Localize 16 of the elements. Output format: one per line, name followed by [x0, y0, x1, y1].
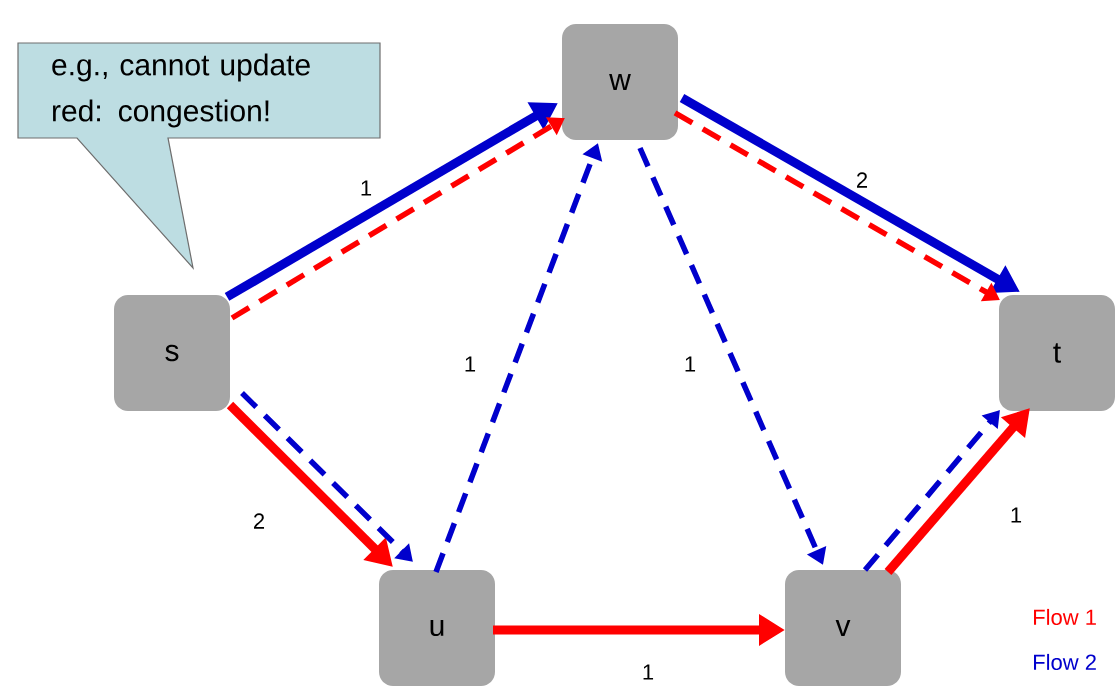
edge-label: 1 — [465, 356, 476, 372]
node-box: v — [785, 570, 901, 686]
edge-label: 2 — [857, 172, 867, 188]
node-box: w — [562, 24, 678, 140]
node-box: t — [999, 295, 1115, 411]
edge-label: 1 — [685, 356, 696, 372]
edge-label: 1 — [361, 180, 372, 196]
node-box: u — [379, 570, 495, 686]
edge-label: 1 — [643, 664, 654, 680]
arrow — [862, 410, 1000, 572]
arrow — [240, 391, 413, 562]
edge-label: 2 — [254, 513, 264, 529]
flow-label: Flow 1 — [1034, 608, 1096, 626]
flow-label: Flow 2 — [1034, 653, 1096, 671]
node-box: s — [114, 295, 230, 411]
edge-label: 1 — [1011, 507, 1022, 523]
